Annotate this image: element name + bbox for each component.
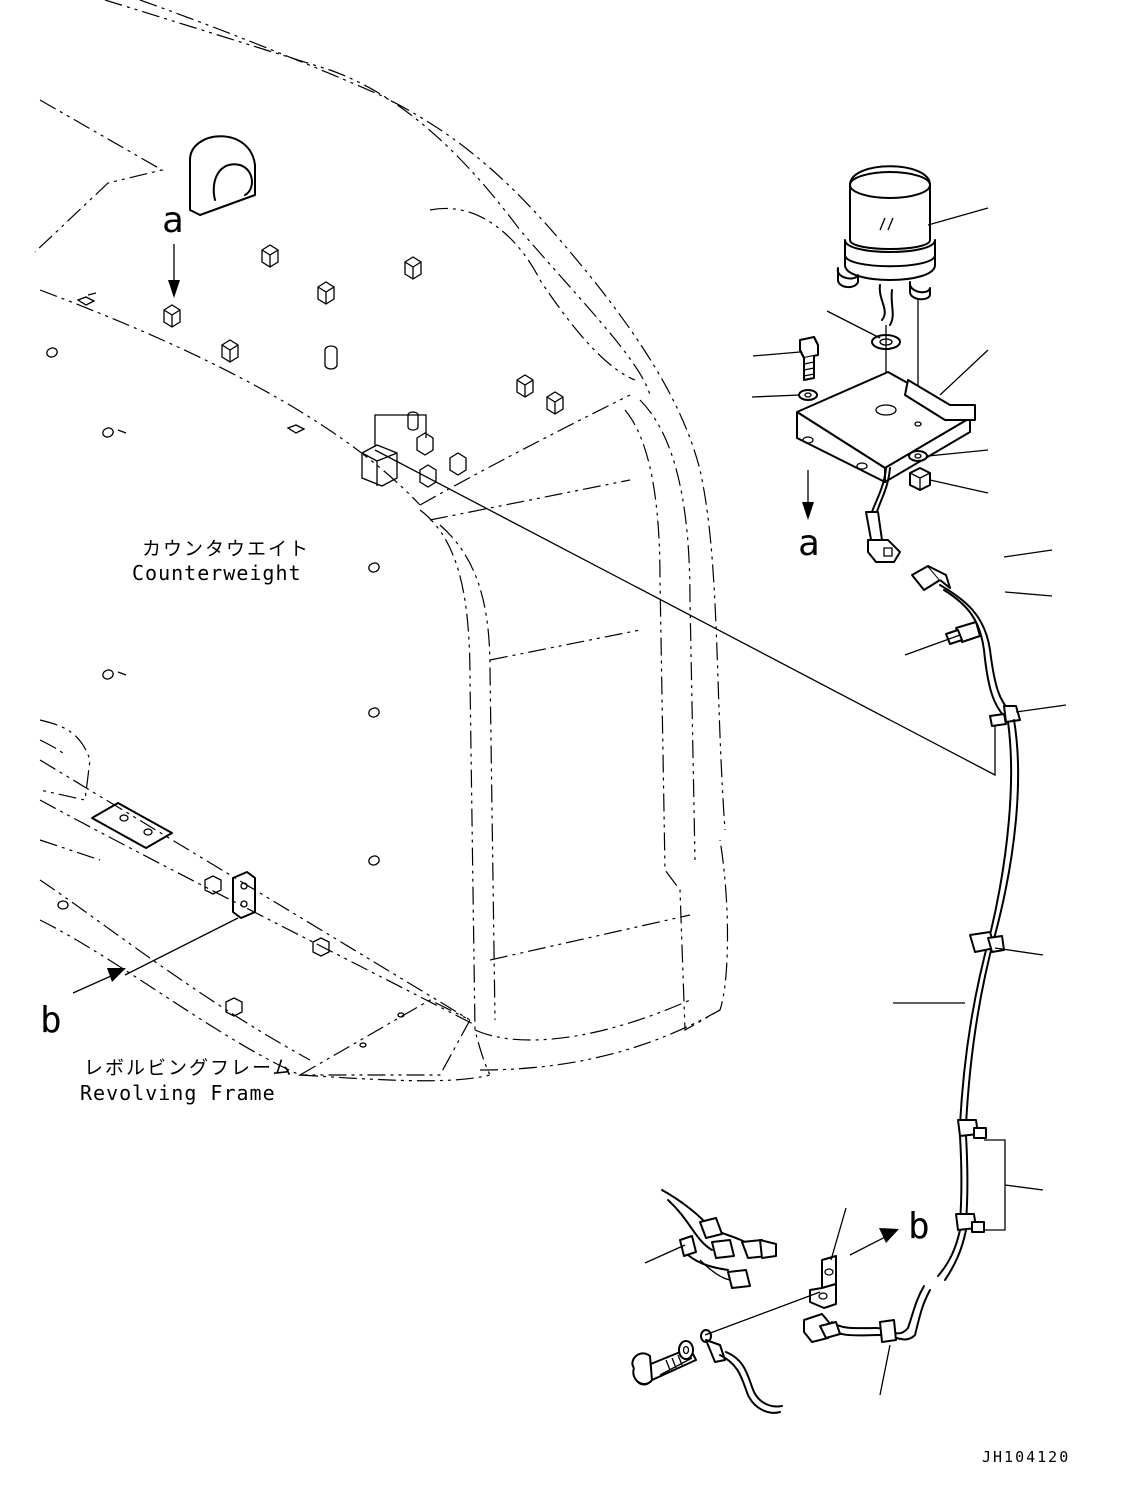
reference-leaders — [374, 414, 996, 777]
view-a-label-top: a — [162, 200, 184, 241]
counterweight-label-jp: カウンタウエイト — [142, 538, 310, 560]
revolving-frame-label-en: Revolving Frame — [80, 1081, 276, 1105]
rotating-beacon-lamp — [836, 165, 936, 460]
ground-bolt-assembly — [631, 1329, 783, 1414]
counterweight-outline — [34, 0, 729, 1076]
revolving-frame-outline — [39, 719, 491, 1082]
bracket-bolt — [799, 336, 819, 381]
machine-harness-connection — [661, 1189, 777, 1289]
view-arrows — [72, 244, 899, 1256]
lifting-lug — [189, 135, 256, 216]
counterweight-label-en: Counterweight — [132, 561, 302, 585]
view-b-label-right: b — [908, 1206, 930, 1247]
revolving-frame-label-jp: レボルビングフレーム — [84, 1057, 293, 1079]
view-a-label-bracket: a — [798, 523, 820, 564]
callout-leader-lines — [124, 207, 1067, 1396]
wiring-harness — [803, 565, 1021, 1343]
lamp-mounting-bracket — [796, 371, 976, 563]
bracket-washer-nut — [908, 450, 931, 491]
bracket-washer — [798, 389, 818, 401]
harness-clamp-bracket — [809, 1255, 837, 1309]
view-b-label-left: b — [40, 1000, 62, 1041]
drawing-number: JH104120 — [982, 1448, 1070, 1466]
